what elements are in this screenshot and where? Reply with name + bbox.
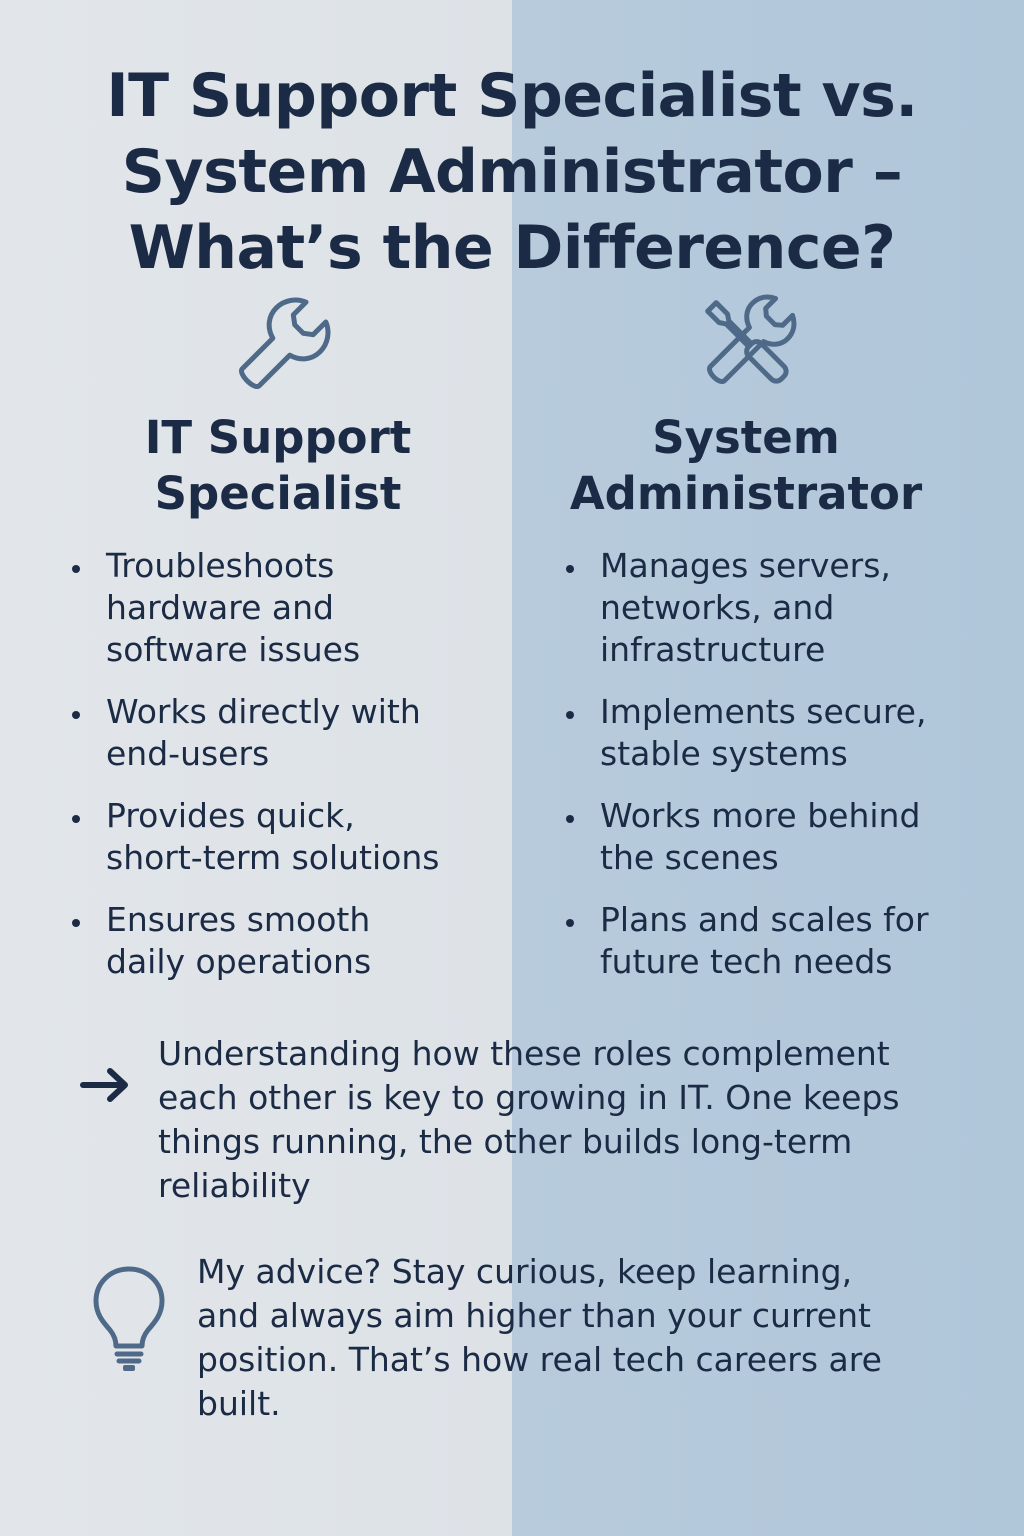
list-item-line: networks, and (600, 588, 835, 627)
arrow-right-icon (80, 1068, 128, 1102)
list-item-line: Provides quick, (106, 796, 355, 835)
list-item: Works directly with end-users (68, 691, 468, 775)
heading-line: System (652, 411, 840, 464)
list-item-line: Works more behind (600, 796, 921, 835)
advice-line: built. (197, 1384, 281, 1423)
title-line: What’s the Difference? (128, 213, 896, 283)
page-title: IT Support Specialist vs. System Adminis… (0, 58, 1024, 286)
title-line: System Administrator – (121, 137, 903, 207)
summary-text: Understanding how these roles complement… (158, 1032, 958, 1208)
list-item: Ensures smooth daily operations (68, 899, 468, 983)
summary-line: reliability (158, 1166, 311, 1205)
list-item-line: daily operations (106, 942, 372, 981)
list-item: Works more behind the scenes (562, 795, 962, 879)
list-item-line: hardware and (106, 588, 335, 627)
advice-text: My advice? Stay curious, keep learning, … (197, 1250, 977, 1426)
heading-line: Specialist (154, 467, 402, 520)
title-line: IT Support Specialist vs. (106, 61, 918, 131)
list-item: Plans and scales for future tech needs (562, 899, 962, 983)
screwdriver-wrench-icon (705, 294, 797, 384)
support-specialist-heading: IT Support Specialist (68, 410, 488, 522)
heading-line: Administrator (569, 467, 923, 520)
advice-line: My advice? Stay curious, keep learning, (197, 1252, 853, 1291)
list-item-line: Troubleshoots (106, 546, 335, 585)
list-item-line: Works directly with (106, 692, 421, 731)
support-specialist-list: Troubleshoots hardware and software issu… (68, 545, 468, 1003)
list-item-line: infrastructure (600, 630, 826, 669)
advice-line: and always aim higher than your current (197, 1296, 871, 1335)
list-item-line: Manages servers, (600, 546, 891, 585)
list-item-line: future tech needs (600, 942, 893, 981)
lightbulb-icon (93, 1266, 165, 1371)
list-item-line: software issues (106, 630, 361, 669)
list-item-line: end-users (106, 734, 270, 773)
list-item-line: Plans and scales for (600, 900, 929, 939)
list-item-line: Implements secure, (600, 692, 927, 731)
list-item: Provides quick, short-term solutions (68, 795, 468, 879)
list-item-line: short-term solutions (106, 838, 440, 877)
list-item: Implements secure, stable systems (562, 691, 962, 775)
advice-line: position. That’s how real tech careers a… (197, 1340, 882, 1379)
wrench-icon (239, 297, 331, 389)
list-item-line: stable systems (600, 734, 848, 773)
heading-line: IT Support (144, 411, 412, 464)
summary-line: each other is key to growing in IT. One … (158, 1078, 900, 1117)
system-administrator-heading: System Administrator (536, 410, 956, 522)
summary-line: Understanding how these roles complement (158, 1034, 890, 1073)
list-item: Manages servers, networks, and infrastru… (562, 545, 962, 671)
list-item: Troubleshoots hardware and software issu… (68, 545, 468, 671)
system-administrator-list: Manages servers, networks, and infrastru… (562, 545, 962, 1003)
list-item-line: Ensures smooth (106, 900, 371, 939)
list-item-line: the scenes (600, 838, 779, 877)
summary-line: things running, the other builds long-te… (158, 1122, 853, 1161)
